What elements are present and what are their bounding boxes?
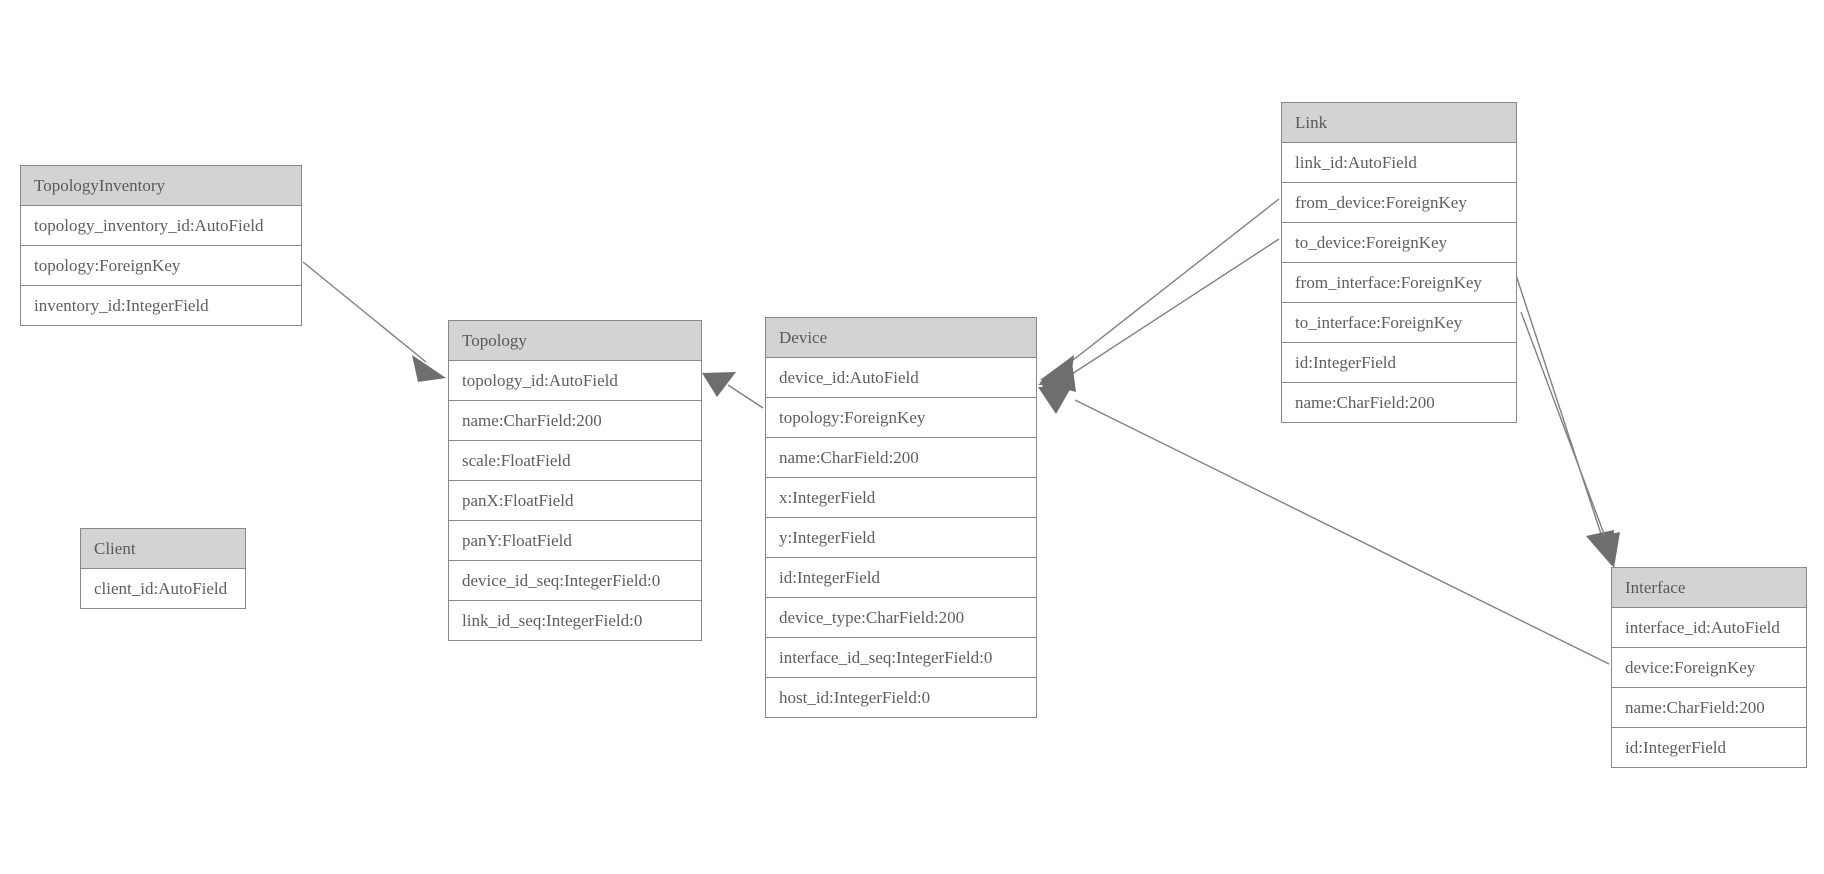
edge-link-to-interface-to-interface — [1520, 311, 1620, 568]
entity-field: y:IntegerField — [766, 518, 1036, 558]
entity-client[interactable]: Client client_id:AutoField — [80, 528, 246, 609]
entity-field: link_id_seq:IntegerField:0 — [449, 601, 701, 640]
entity-device[interactable]: Device device_id:AutoField topology:Fore… — [765, 317, 1037, 718]
entity-field: inventory_id:IntegerField — [21, 286, 301, 325]
entity-field: scale:FloatField — [449, 441, 701, 481]
entity-field: interface_id_seq:IntegerField:0 — [766, 638, 1036, 678]
entity-title: Link — [1282, 103, 1516, 143]
entity-field: topology_id:AutoField — [449, 361, 701, 401]
entity-field: device:ForeignKey — [1612, 648, 1806, 688]
entity-title: Topology — [449, 321, 701, 361]
entity-field: device_id:AutoField — [766, 358, 1036, 398]
entity-field: from_device:ForeignKey — [1282, 183, 1516, 223]
entity-field: name:CharField:200 — [449, 401, 701, 441]
entity-interface[interactable]: Interface interface_id:AutoField device:… — [1611, 567, 1807, 768]
entity-field: client_id:AutoField — [81, 569, 245, 608]
entity-field: x:IntegerField — [766, 478, 1036, 518]
entity-field: name:CharField:200 — [1612, 688, 1806, 728]
entity-field: panX:FloatField — [449, 481, 701, 521]
entity-field: topology:ForeignKey — [21, 246, 301, 286]
edge-link-from-device-to-device — [1040, 198, 1280, 386]
entity-field: id:IntegerField — [1282, 343, 1516, 383]
entity-title: Interface — [1612, 568, 1806, 608]
entity-topology[interactable]: Topology topology_id:AutoField name:Char… — [448, 320, 702, 641]
entity-field: topology:ForeignKey — [766, 398, 1036, 438]
device-arrowhead-cluster — [1038, 358, 1072, 414]
edge-device-to-topology — [702, 372, 764, 409]
entity-field: to_device:ForeignKey — [1282, 223, 1516, 263]
entity-field: topology_inventory_id:AutoField — [21, 206, 301, 246]
entity-field: id:IntegerField — [766, 558, 1036, 598]
entity-field: device_type:CharField:200 — [766, 598, 1036, 638]
entity-field: name:CharField:200 — [1282, 383, 1516, 422]
entity-field: link_id:AutoField — [1282, 143, 1516, 183]
entity-title: Client — [81, 529, 245, 569]
edge-topologyinventory-to-topology — [302, 261, 446, 382]
entity-field: from_interface:ForeignKey — [1282, 263, 1516, 303]
entity-field: id:IntegerField — [1612, 728, 1806, 767]
entity-field: interface_id:AutoField — [1612, 608, 1806, 648]
entity-field: panY:FloatField — [449, 521, 701, 561]
entity-title: TopologyInventory — [21, 166, 301, 206]
entity-field: host_id:IntegerField:0 — [766, 678, 1036, 717]
edge-link-to-device-to-device — [1040, 238, 1280, 392]
entity-title: Device — [766, 318, 1036, 358]
entity-field: to_interface:ForeignKey — [1282, 303, 1516, 343]
entity-field: device_id_seq:IntegerField:0 — [449, 561, 701, 601]
entity-link[interactable]: Link link_id:AutoField from_device:Forei… — [1281, 102, 1517, 423]
entity-field: name:CharField:200 — [766, 438, 1036, 478]
edge-link-from-interface-to-interface — [1514, 271, 1614, 566]
entity-topologyinventory[interactable]: TopologyInventory topology_inventory_id:… — [20, 165, 302, 326]
